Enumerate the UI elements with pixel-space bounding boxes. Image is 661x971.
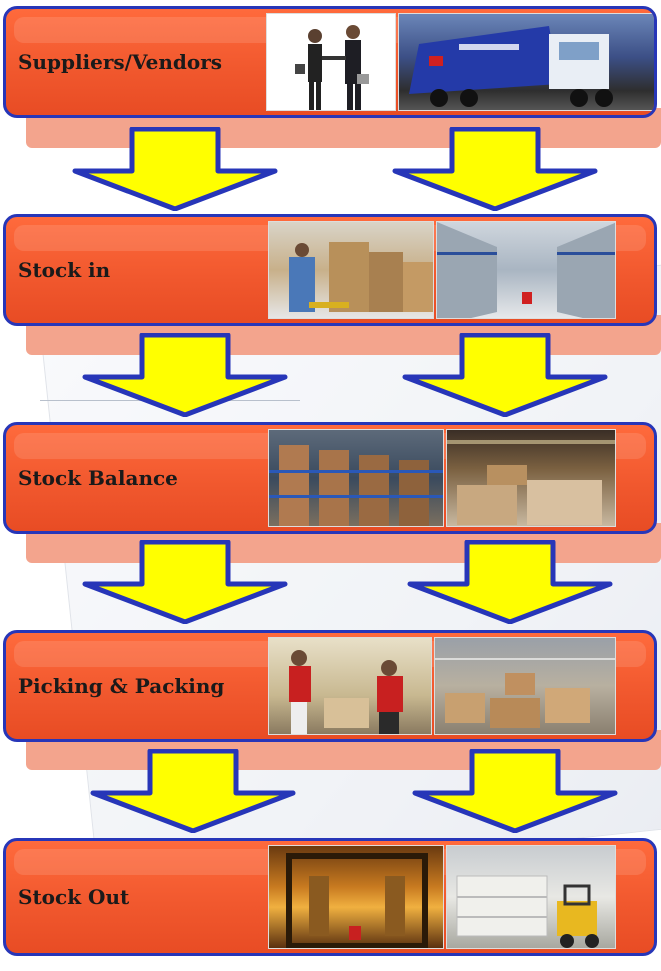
down-arrow-icon <box>407 540 613 624</box>
stage-stock-out: Stock Out <box>3 838 657 956</box>
down-arrow-icon <box>90 749 296 833</box>
stage-suppliers: Suppliers/Vendors <box>3 6 657 118</box>
packing-workers-photo <box>268 637 432 735</box>
handshake-photo <box>266 13 396 111</box>
forklift-photo <box>446 845 616 949</box>
down-arrow-icon <box>412 749 618 833</box>
loading-dock-photo <box>268 845 444 949</box>
down-arrow-icon <box>72 127 278 211</box>
stage-label: Suppliers/Vendors <box>18 50 223 74</box>
stage-stock-balance: Stock Balance <box>3 422 657 534</box>
warehouse-aisle-photo <box>436 221 616 319</box>
stage-label: Stock Balance <box>18 466 178 490</box>
stacked-goods-photo <box>446 429 616 527</box>
down-arrow-icon <box>82 333 288 417</box>
boxes-floor-photo <box>434 637 616 735</box>
delivery-truck-photo <box>398 13 654 111</box>
stage-label: Stock in <box>18 258 111 282</box>
pallet-jack-photo <box>268 221 434 319</box>
down-arrow-icon <box>392 127 598 211</box>
down-arrow-icon <box>82 540 288 624</box>
stage-label: Stock Out <box>18 885 130 909</box>
down-arrow-icon <box>402 333 608 417</box>
stage-label: Picking & Packing <box>18 674 225 698</box>
stage-picking-packing: Picking & Packing <box>3 630 657 742</box>
racking-photo <box>268 429 444 527</box>
stage-stock-in: Stock in <box>3 214 657 326</box>
